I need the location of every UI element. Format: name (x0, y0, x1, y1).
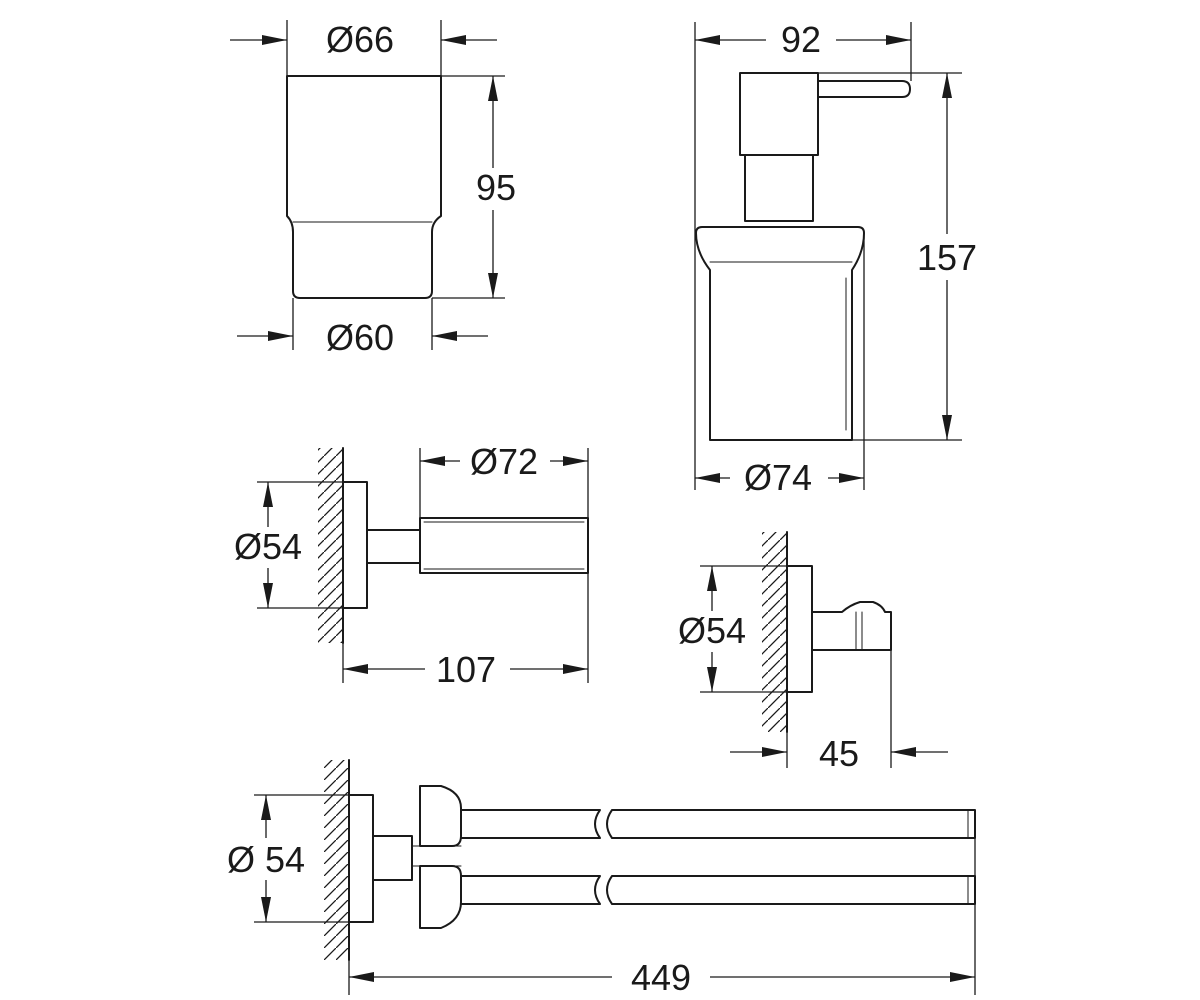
label-towel-rail-rose: Ø 54 (227, 839, 305, 880)
label-paper-roll-diameter: Ø72 (470, 441, 538, 482)
rail-arm (372, 835, 413, 881)
label-robe-hook-projection: 45 (819, 733, 859, 774)
dimension-dispenser-diameter: Ø74 (695, 233, 865, 498)
hook-rose (786, 565, 813, 693)
dimension-towel-rail-rose: Ø 54 (227, 794, 349, 923)
label-dispenser-width: 92 (781, 19, 821, 60)
label-tumbler-top-diameter: Ø66 (326, 19, 394, 60)
toilet-paper-holder: Ø54 Ø72 107 (234, 441, 589, 690)
dimension-robe-hook-rose: Ø54 (678, 565, 787, 693)
swivel-upper (419, 785, 462, 847)
tumbler-holder: Ø66 95 Ø60 (230, 19, 516, 358)
label-tumbler-height: 95 (476, 167, 516, 208)
label-paper-holder-projection: 107 (436, 649, 496, 690)
rail-bar-lower-right (606, 875, 976, 905)
robe-hook: Ø54 45 (678, 531, 948, 774)
holder-arm (366, 529, 421, 564)
label-dispenser-diameter: Ø74 (744, 457, 812, 498)
hook-body (811, 601, 892, 651)
pump-head (739, 72, 819, 156)
swivel-lower (419, 865, 462, 929)
pump-neck (744, 154, 814, 222)
dimension-paper-holder-projection: 107 (342, 643, 588, 690)
rail-bar-upper-right (606, 809, 976, 839)
tumbler-outline (286, 75, 442, 299)
wall-rose (342, 481, 368, 609)
dispenser-body (695, 226, 865, 441)
dimension-paper-roll-diameter: Ø72 (419, 441, 589, 683)
rail-bar-lower-left (460, 875, 601, 905)
wall-hatch (318, 448, 343, 643)
dimension-dispenser-height: 157 (818, 72, 977, 441)
label-paper-holder-rose: Ø54 (234, 526, 302, 567)
pump-nozzle (817, 80, 911, 98)
paper-roll (419, 517, 589, 574)
soap-dispenser: 92 157 Ø74 (694, 19, 977, 498)
dimension-dispenser-width: 92 (694, 19, 912, 490)
dimension-paper-holder-rose: Ø54 (234, 481, 343, 609)
wall-hatch (762, 532, 787, 732)
rail-bar-upper-left (460, 809, 601, 839)
wall-hatch (324, 760, 349, 960)
label-tumbler-bottom-diameter: Ø60 (326, 317, 394, 358)
dimension-towel-rail-length: 449 (348, 838, 976, 998)
towel-rail: Ø 54 449 (227, 759, 976, 998)
dimension-tumbler-height: 95 (432, 75, 516, 299)
label-dispenser-height: 157 (917, 237, 977, 278)
label-towel-rail-length: 449 (631, 957, 691, 998)
dimension-robe-hook-projection: 45 (730, 650, 948, 774)
rail-rose (348, 794, 374, 923)
label-robe-hook-rose: Ø54 (678, 610, 746, 651)
dimension-tumbler-top-diameter: Ø66 (230, 19, 497, 76)
dimension-tumbler-bottom-diameter: Ø60 (237, 298, 488, 358)
